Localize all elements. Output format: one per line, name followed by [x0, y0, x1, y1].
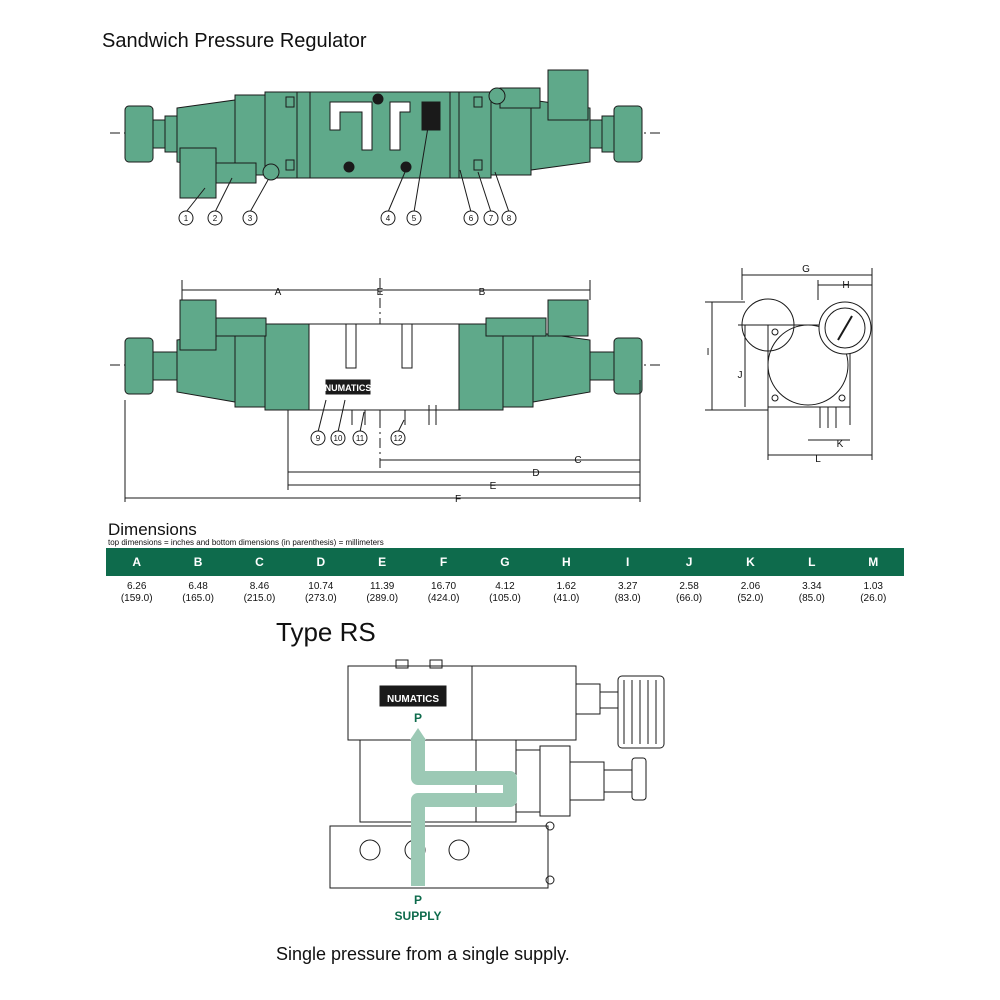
top-view-drawing: 1 2 3 4 5 6 7 8 [110, 69, 873, 505]
table-cell: (159.0) [120, 593, 153, 604]
col-header: I [597, 548, 659, 576]
col-header: J [658, 548, 720, 576]
col-header: A [106, 548, 168, 576]
callout-4: 4 [386, 214, 391, 223]
table-cell: (85.0) [798, 593, 825, 604]
dim-label-A: A [275, 287, 282, 298]
dim-label-E: E [490, 481, 497, 492]
col-header: K [719, 548, 782, 576]
dimensions-table: A B C D E F G H I J K L M 6.26 6.48 8.46… [106, 548, 904, 605]
col-header: D [290, 548, 352, 576]
type-rs-diagram: NUMATICS P P SUPPLY [329, 659, 665, 923]
table-cell: 11.39 [370, 581, 395, 592]
col-header: L [781, 548, 843, 576]
callout-6: 6 [469, 214, 474, 223]
table-cell: 6.26 [126, 581, 147, 592]
supply-p-label: P [414, 893, 422, 907]
table-cell: (26.0) [860, 593, 887, 604]
col-header: F [412, 548, 475, 576]
dim-label-C: C [574, 455, 581, 466]
callout-7: 7 [489, 214, 494, 223]
inches-row: 6.26 6.48 8.46 10.74 11.39 16.70 4.12 1.… [106, 576, 904, 593]
dim-label-B: B [479, 287, 486, 298]
port-p-label: P [414, 711, 422, 725]
table-cell: 2.58 [679, 581, 699, 592]
table-cell: 2.06 [740, 581, 761, 592]
dim-label-H: H [842, 280, 849, 291]
col-header: M [842, 548, 904, 576]
table-cell: (83.0) [614, 593, 641, 604]
col-header: E [351, 548, 413, 576]
callout-3: 3 [248, 214, 253, 223]
callout-12: 12 [394, 434, 403, 443]
dimensions-header-row: A B C D E F G H I J K L M [106, 548, 904, 576]
table-cell: 1.62 [556, 581, 577, 592]
table-cell: (41.0) [553, 593, 580, 604]
table-cell: (52.0) [737, 593, 764, 604]
dim-label-I: I [707, 347, 710, 358]
table-cell: 6.48 [188, 581, 208, 592]
callout-1: 1 [184, 214, 189, 223]
callout-10: 10 [334, 434, 343, 443]
callout-11: 11 [356, 434, 365, 443]
table-cell: (105.0) [489, 593, 521, 604]
dim-label-D: D [532, 468, 539, 479]
dim-label-G: G [802, 264, 810, 275]
dimensions-note: top dimensions = inches and bottom dimen… [108, 538, 384, 547]
col-header: B [167, 548, 229, 576]
dim-label-J: J [738, 370, 743, 381]
table-cell: (424.0) [427, 593, 460, 604]
table-cell: (66.0) [676, 593, 703, 604]
brand-plate-rs: NUMATICS [387, 694, 439, 705]
callout-8: 8 [507, 214, 512, 223]
type-rs-title: Type RS [276, 617, 376, 647]
mm-row: (159.0) (165.0) (215.0) (273.0) (289.0) … [106, 593, 904, 605]
table-cell: 10.74 [308, 581, 334, 592]
dim-label-K: K [837, 439, 844, 450]
dimensions-heading: Dimensions [108, 520, 197, 539]
table-cell: 3.27 [617, 581, 638, 592]
table-cell: 1.03 [863, 581, 883, 592]
page-title: Sandwich Pressure Regulator [102, 30, 367, 52]
col-header: C [228, 548, 291, 576]
dim-label-E-top: E [377, 287, 384, 298]
callout-9: 9 [316, 434, 321, 443]
table-cell: (289.0) [366, 593, 399, 604]
dim-label-F: F [455, 494, 461, 505]
table-cell: 16.70 [431, 581, 457, 592]
table-cell: 3.34 [802, 581, 822, 592]
table-cell: (215.0) [243, 593, 276, 604]
callout-2: 2 [213, 214, 218, 223]
supply-label: SUPPLY [395, 909, 442, 923]
col-header: H [535, 548, 597, 576]
table-cell: 8.46 [249, 581, 270, 592]
type-rs-caption: Single pressure from a single supply. [276, 944, 570, 964]
dim-label-L: L [815, 454, 821, 465]
col-header: G [474, 548, 536, 576]
callout-5: 5 [412, 214, 417, 223]
table-cell: (273.0) [304, 593, 337, 604]
brand-plate-front: NUMATICS [325, 383, 372, 393]
table-cell: (165.0) [182, 593, 214, 604]
table-cell: 4.12 [495, 581, 515, 592]
